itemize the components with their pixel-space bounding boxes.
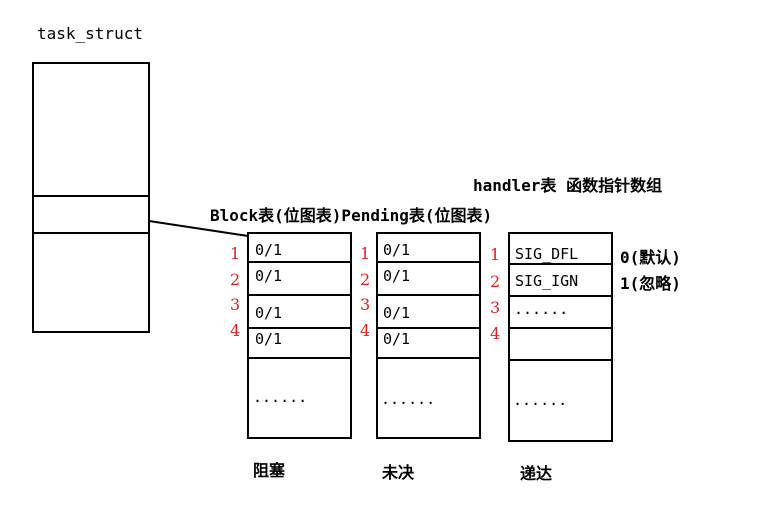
pending-row-number: 2	[360, 270, 371, 289]
handler-note: 1(忽略)	[620, 274, 681, 293]
block-cell: 0/1	[255, 304, 283, 322]
block-row-number: 4	[230, 321, 241, 340]
task-struct-label: task_struct	[37, 24, 143, 43]
block-row-number: 3	[230, 295, 241, 314]
block-row-number: 1	[230, 244, 241, 263]
task-struct-box	[32, 62, 150, 333]
pending-row-number: 3	[360, 295, 371, 314]
pending-cell: 0/1	[383, 267, 411, 285]
handler-row-number: 3	[490, 298, 501, 317]
block-caption: 阻塞	[253, 461, 286, 480]
block-table	[247, 232, 352, 439]
pending-cell: 0/1	[383, 241, 411, 259]
block-cell: 0/1	[255, 330, 283, 348]
block-pending-header: Block表(位图表)Pending表(位图表)	[210, 206, 493, 225]
pending-row-number: 4	[360, 321, 371, 340]
pending-ellipsis: ......	[381, 390, 436, 408]
connector-line	[148, 220, 249, 237]
handler-row-number: 4	[490, 324, 501, 343]
pending-row-number: 1	[360, 244, 371, 263]
pending-caption: 未决	[382, 463, 415, 482]
handler-table-header: handler表 函数指针数组	[473, 176, 663, 195]
handler-row-number: 2	[490, 272, 501, 291]
pending-cell: 0/1	[383, 330, 411, 348]
handler-row-number: 1	[490, 245, 501, 264]
pending-cell: 0/1	[383, 304, 411, 322]
block-row-number: 2	[230, 270, 241, 289]
handler-cell: SIG_IGN	[515, 272, 579, 290]
block-cell: 0/1	[255, 241, 283, 259]
handler-table	[508, 232, 613, 442]
handler-ellipsis: ......	[513, 391, 568, 409]
handler-note: 0(默认)	[620, 248, 681, 267]
handler-caption: 递达	[520, 464, 553, 483]
block-cell: 0/1	[255, 267, 283, 285]
handler-cell: ......	[514, 300, 569, 318]
handler-cell: SIG_DFL	[515, 245, 579, 263]
pending-table	[376, 232, 481, 439]
block-ellipsis: ......	[253, 388, 308, 406]
